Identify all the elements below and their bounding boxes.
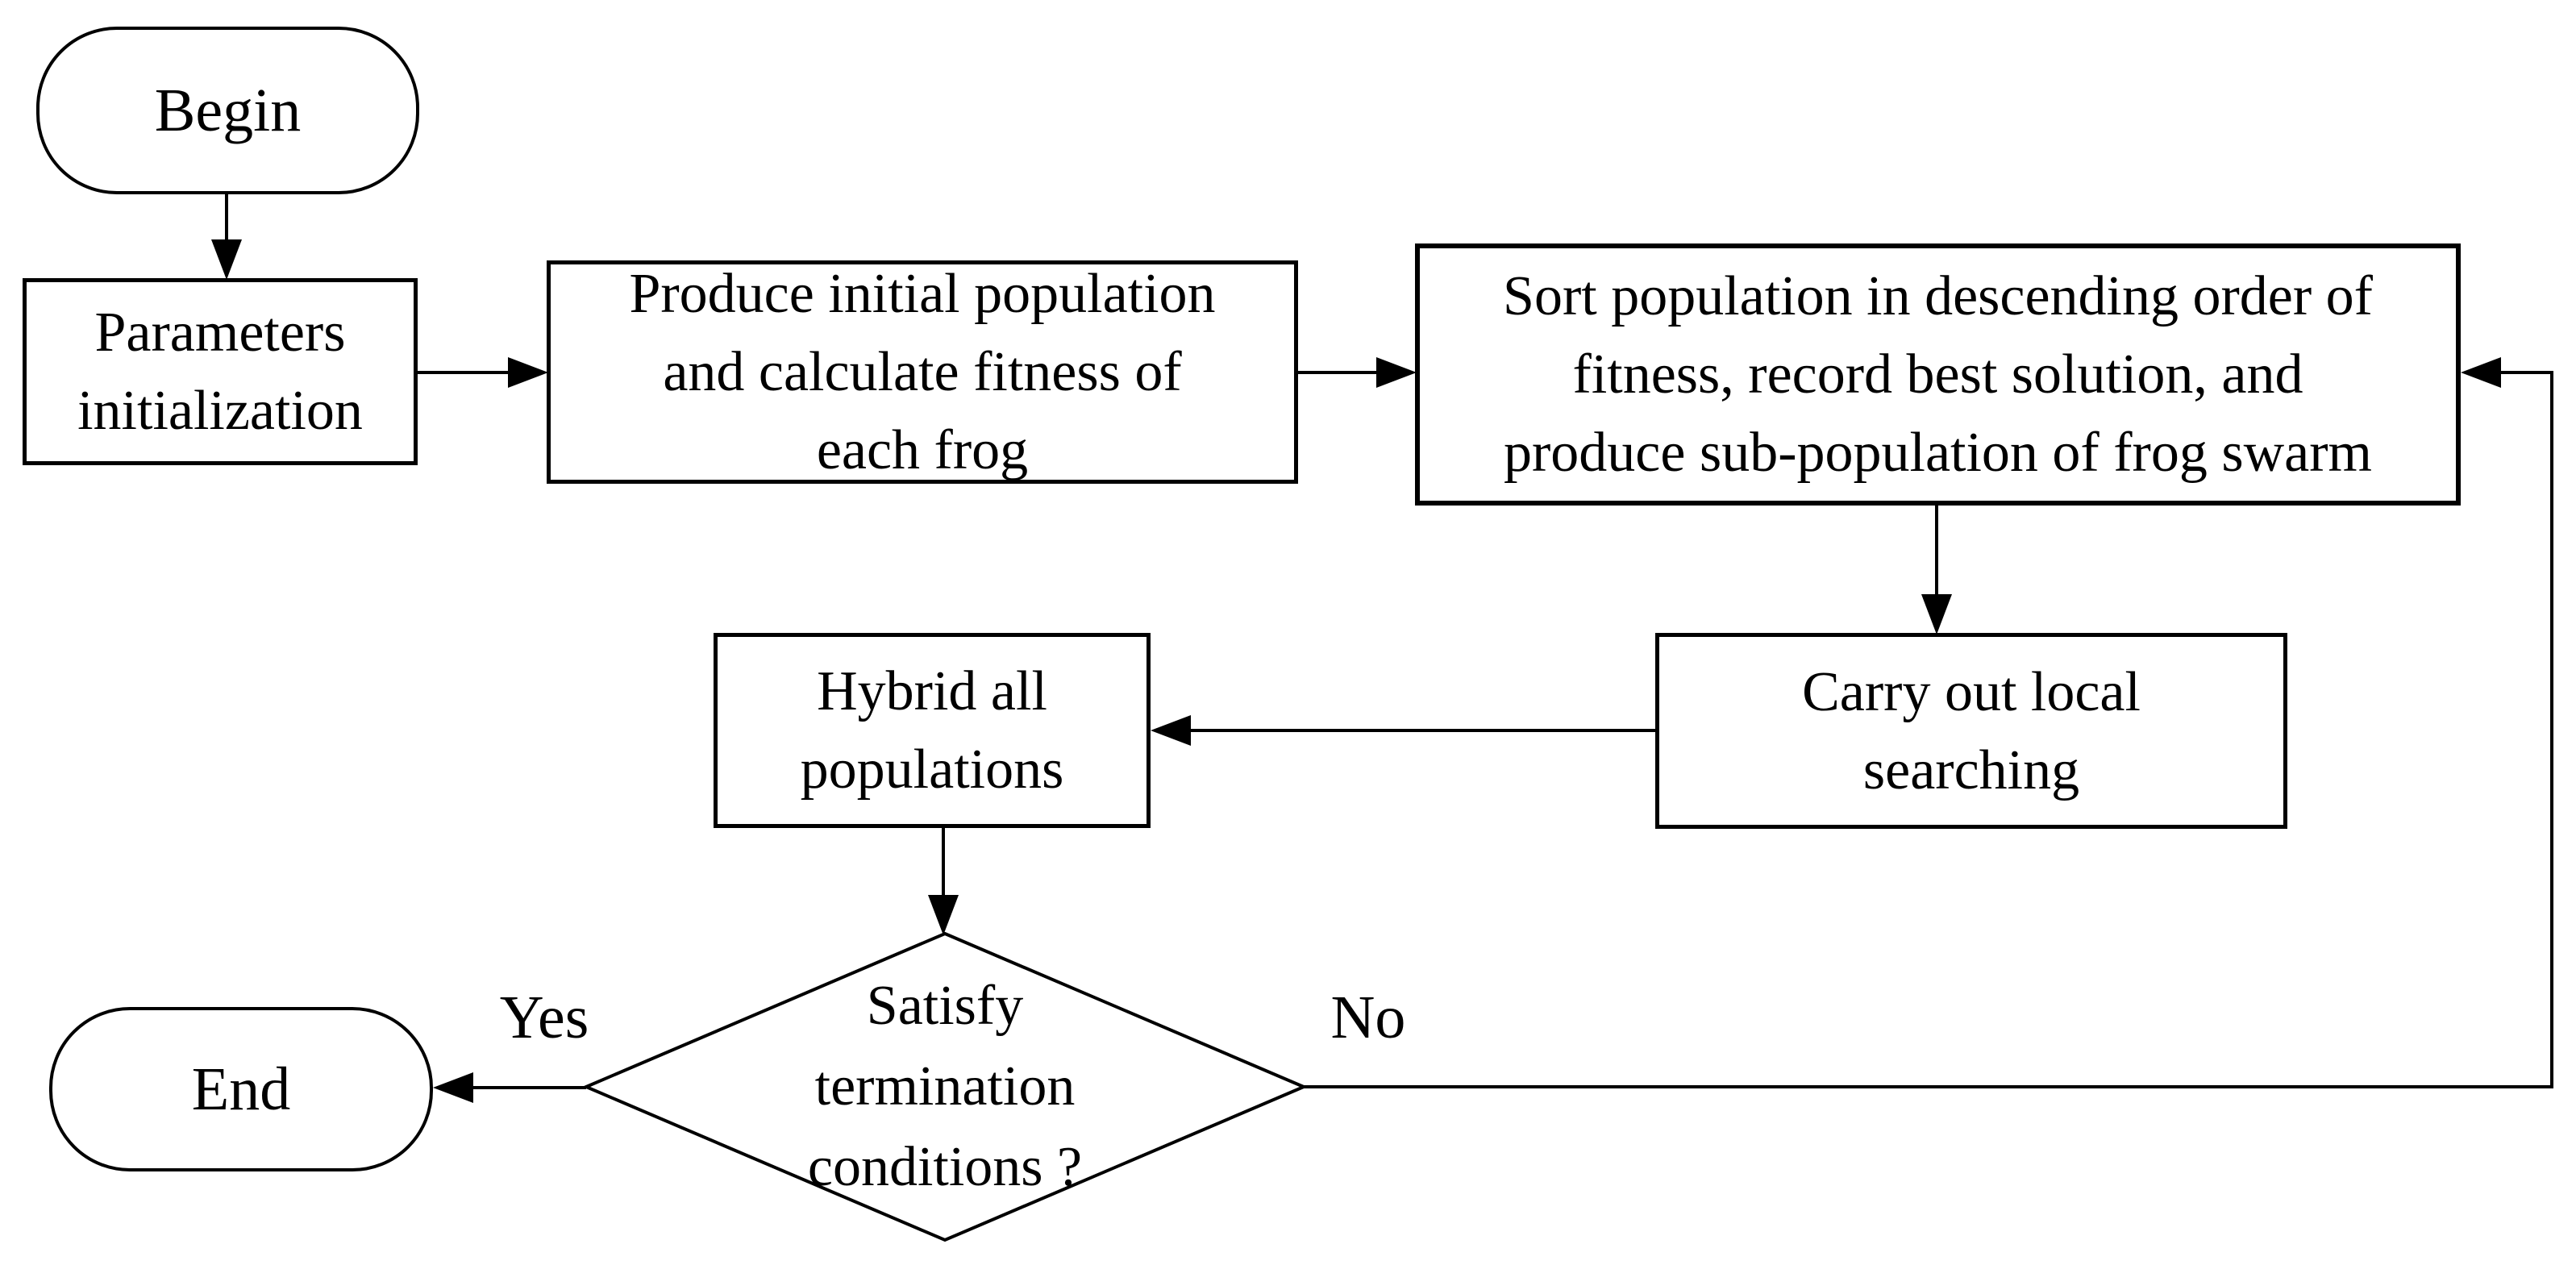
branch-label-no: No: [1288, 985, 1449, 1050]
node-decision-label: Satisfy termination conditions ?: [807, 975, 1083, 1198]
branch-label-yes-text: Yes: [499, 984, 589, 1051]
arrowhead-local-search-to-hybrid: [1151, 715, 1191, 746]
arrowhead-decision-to-sort: [2461, 357, 2501, 388]
decision-diamond-shape: [581, 931, 1309, 1242]
node-local-search-label: Carry out local searching: [1802, 660, 2141, 801]
node-produce-label: Produce initial population and calculate…: [629, 263, 1216, 481]
node-decision-termination: Satisfy termination conditions ?: [663, 958, 1227, 1216]
arrowhead-decision-to-end: [433, 1072, 473, 1103]
node-parameters-initialization: Parameters initialization: [23, 278, 418, 465]
arrowhead-hybrid-to-decision: [928, 895, 959, 935]
arrowhead-sort-to-local-search: [1921, 594, 1952, 635]
node-parameters-label: Parameters initialization: [77, 302, 363, 442]
node-end: End: [49, 1007, 433, 1171]
branch-label-no-text: No: [1330, 984, 1406, 1051]
node-hybrid-label: Hybrid all populations: [800, 660, 1064, 801]
arrowhead-begin-to-parameters: [211, 239, 242, 280]
arrowhead-parameters-to-produce: [508, 357, 548, 388]
node-local-searching: Carry out local searching: [1655, 633, 2287, 829]
node-sort-label: Sort population in descending order of f…: [1503, 265, 2373, 484]
node-produce-initial-population: Produce initial population and calculate…: [547, 260, 1298, 484]
node-begin: Begin: [36, 27, 419, 194]
node-end-label: End: [191, 1055, 291, 1123]
node-sort-population: Sort population in descending order of f…: [1415, 243, 2461, 506]
node-hybrid-populations: Hybrid all populations: [714, 633, 1151, 828]
arrowhead-produce-to-sort: [1376, 357, 1417, 388]
branch-label-yes: Yes: [464, 985, 625, 1050]
node-begin-label: Begin: [154, 77, 302, 144]
edge-decision-to-sort-no: [1304, 371, 2553, 1088]
